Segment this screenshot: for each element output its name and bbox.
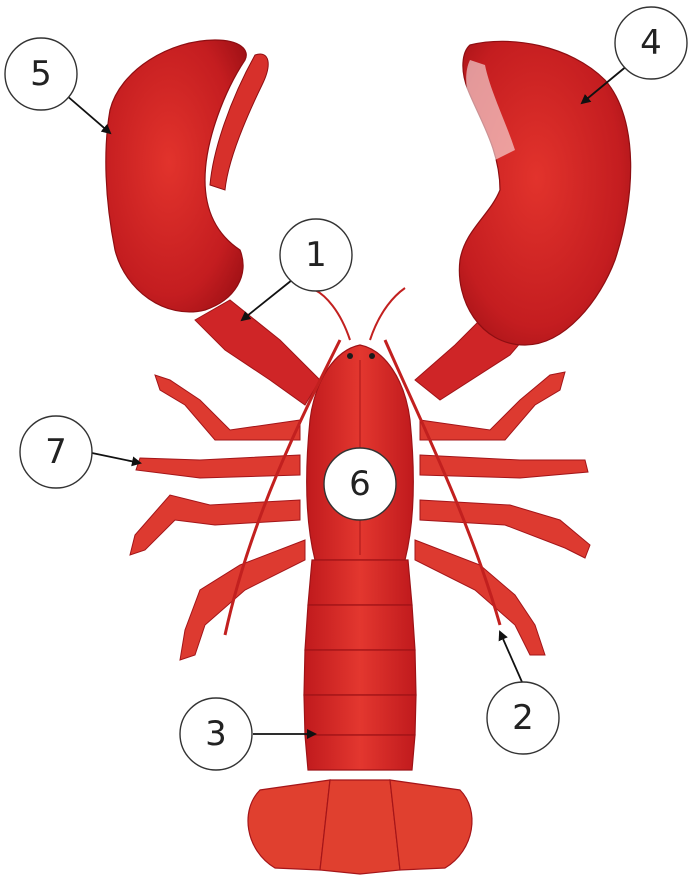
tail-fan: [248, 780, 472, 874]
label-2-text: 2: [512, 698, 534, 738]
arrow-5: [66, 95, 110, 133]
abdomen-segments: [304, 560, 416, 770]
label-6: 6: [324, 448, 396, 520]
arrow-1: [242, 280, 292, 320]
label-1-text: 1: [305, 235, 327, 275]
arrow-2: [500, 632, 522, 682]
right-claw: [415, 41, 631, 400]
label-5-text: 5: [30, 54, 52, 94]
left-claw: [106, 40, 320, 405]
arrow-7: [92, 453, 140, 463]
eye-right: [369, 353, 375, 359]
label-1: 1: [280, 219, 352, 291]
label-3: 3: [180, 698, 252, 770]
eye-left: [347, 353, 353, 359]
label-6-text: 6: [349, 464, 371, 504]
label-3-text: 3: [205, 714, 227, 754]
label-4-text: 4: [640, 23, 662, 63]
label-7-text: 7: [45, 432, 67, 472]
walking-legs-left: [130, 375, 305, 660]
label-5: 5: [5, 38, 77, 110]
walking-legs-right: [415, 372, 590, 655]
label-2: 2: [487, 682, 559, 754]
label-7: 7: [20, 416, 92, 488]
label-4: 4: [615, 7, 687, 79]
